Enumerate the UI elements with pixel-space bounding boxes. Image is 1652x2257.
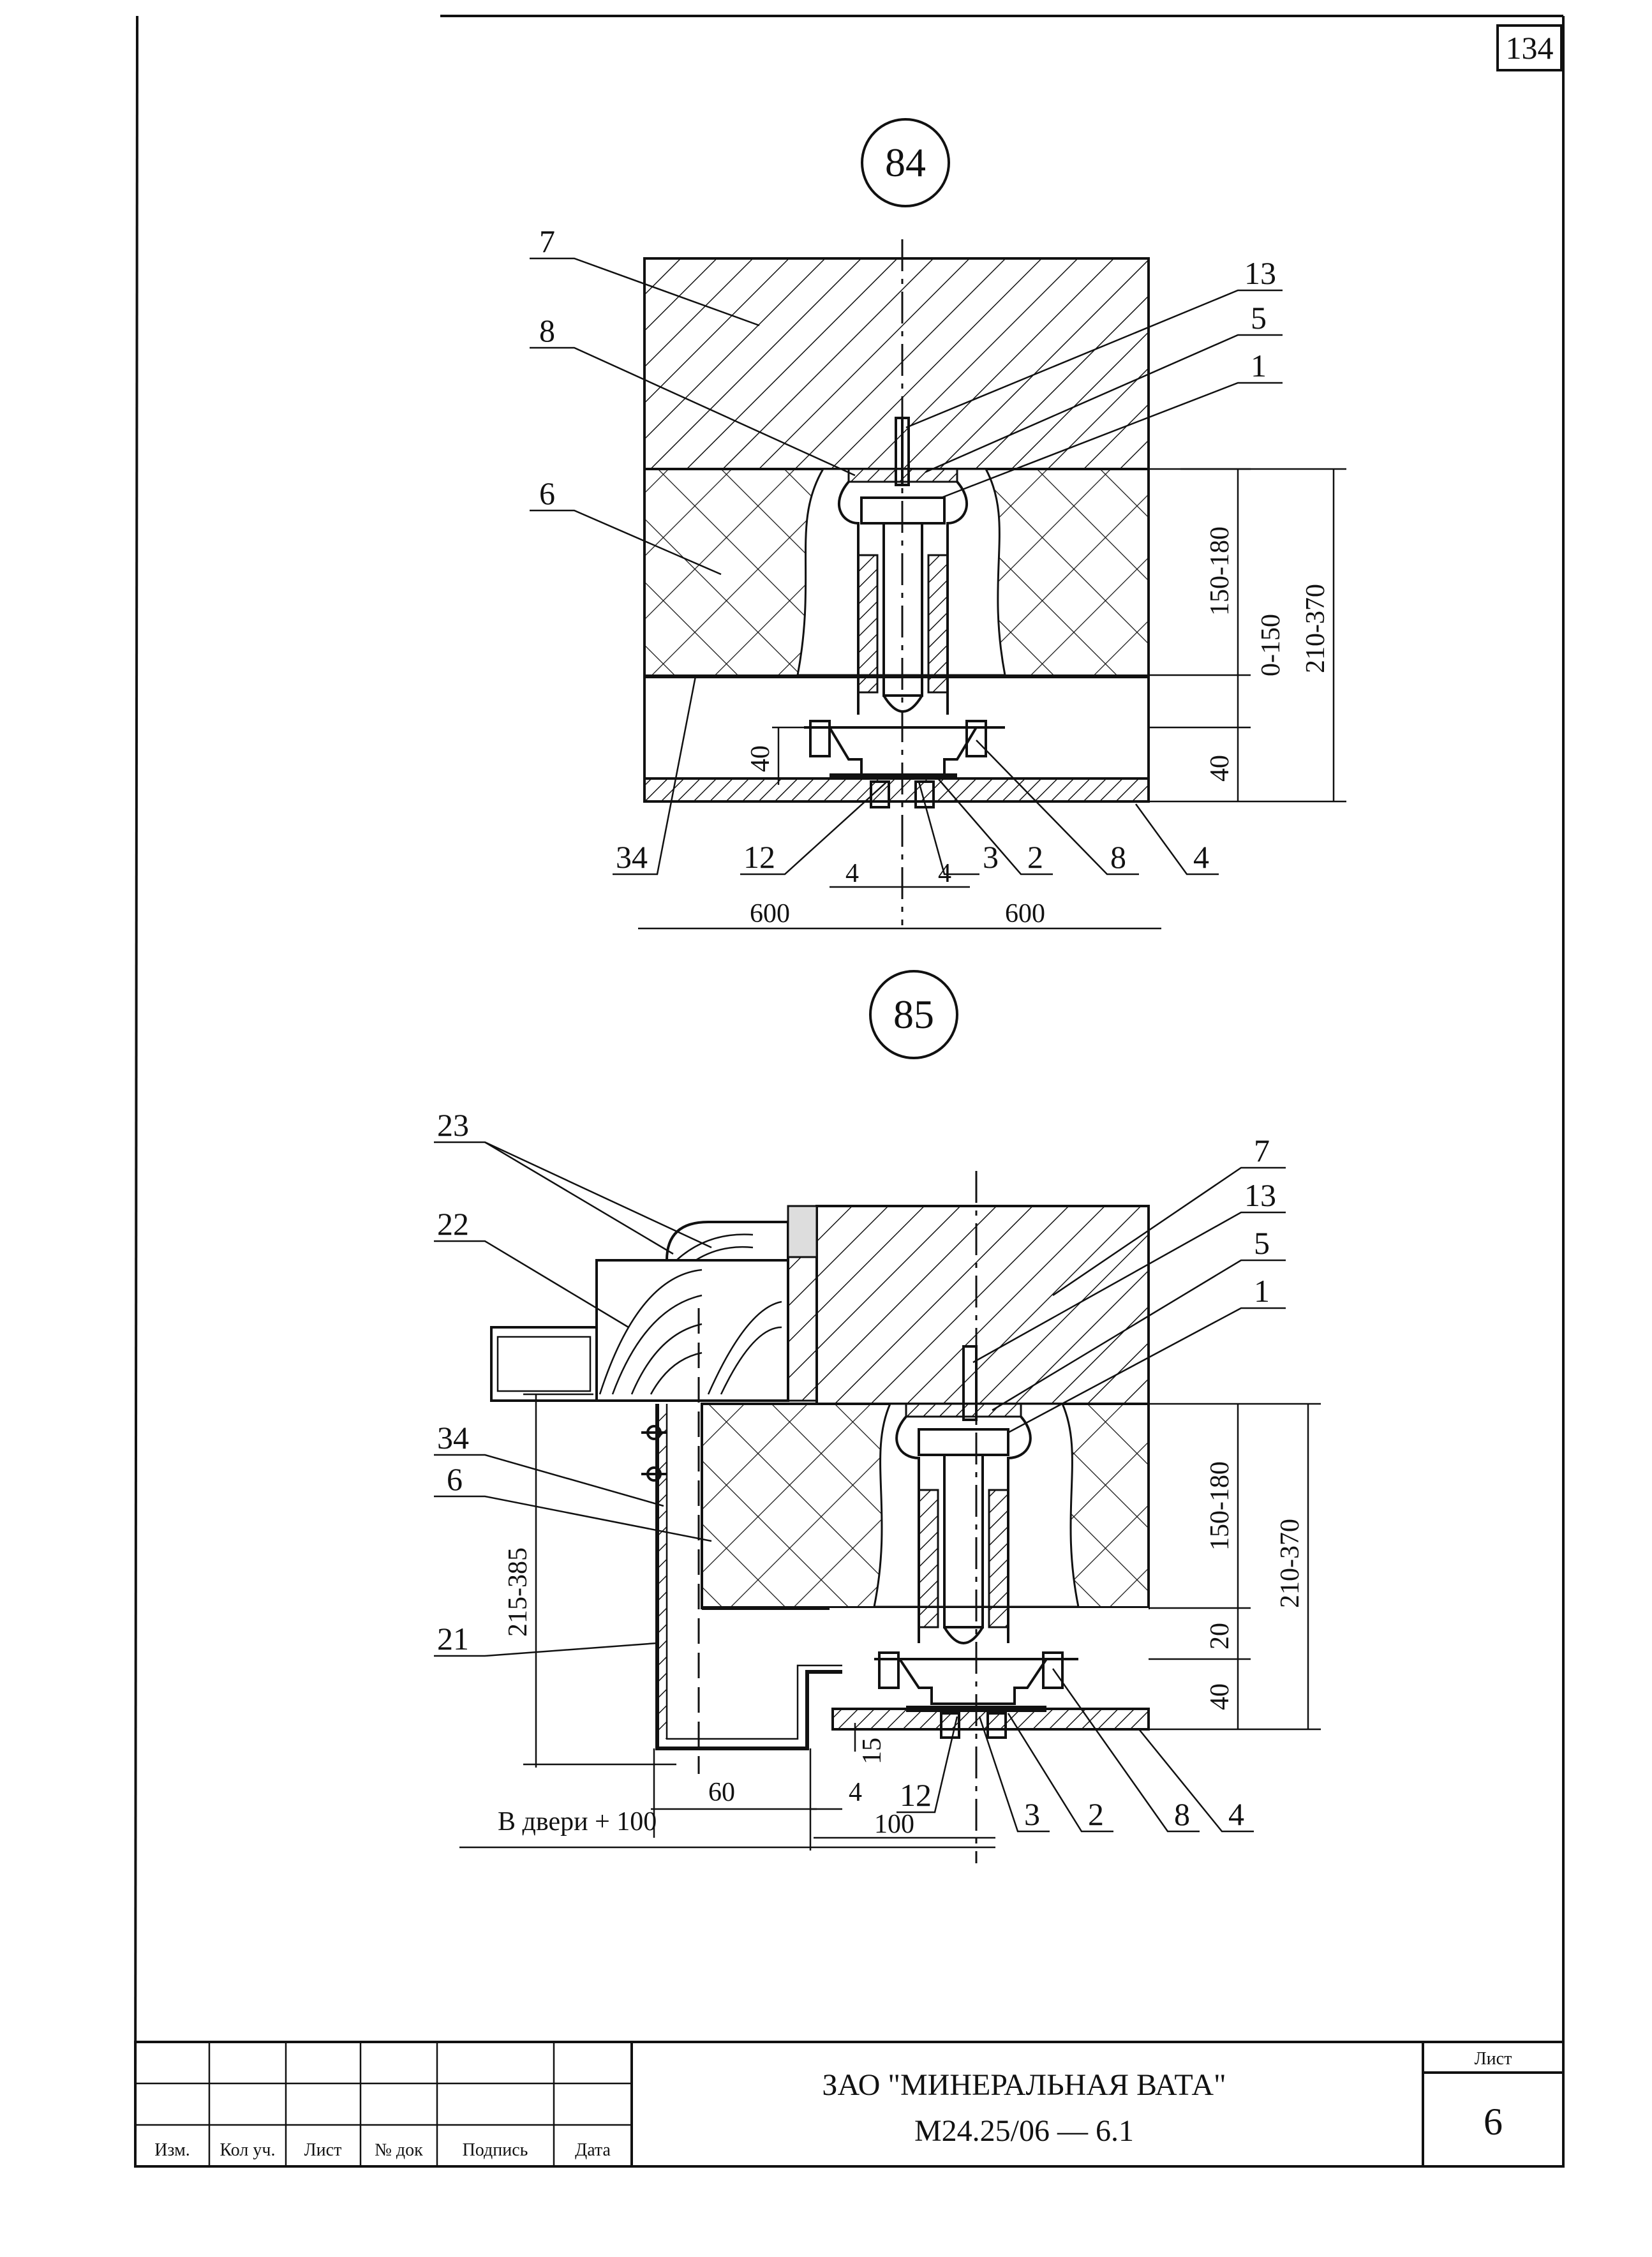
detail-85-window-profile — [490, 1326, 598, 1402]
detail-84-callout-8: 8 — [539, 313, 555, 348]
detail-85-callout-3: 3 — [1024, 1796, 1040, 1832]
detail-85-callout-22: 22 — [437, 1206, 469, 1242]
detail-84-callout-12: 12 — [743, 839, 775, 875]
detail-85-callout-4: 4 — [1228, 1796, 1244, 1832]
detail-85-dim-100: 100 — [874, 1810, 914, 1839]
title-col-izm: Изм. — [154, 2140, 190, 2160]
detail-84-dim-150-180: 150-180 — [1205, 526, 1235, 616]
detail-84-callout-1: 1 — [1251, 348, 1267, 384]
detail-85-dim-215-385: 215-385 — [503, 1547, 533, 1637]
detail-85-callout-13: 13 — [1244, 1177, 1276, 1213]
detail-84-id: 84 — [885, 140, 926, 185]
detail-84-dim-4-right: 4 — [938, 859, 951, 888]
detail-85-callout-34: 34 — [437, 1420, 469, 1456]
title-col-list: Лист — [304, 2140, 342, 2160]
detail-84-callout-4: 4 — [1193, 839, 1209, 875]
detail-84-dim-0-150: 0-150 — [1256, 614, 1286, 676]
title-block: Изм. Кол уч. Лист № док Подпись Дата ЗАО… — [134, 2041, 1565, 2168]
detail-85-callout-5: 5 — [1254, 1225, 1270, 1261]
detail-84-callout-5: 5 — [1251, 300, 1267, 336]
title-sheet-label: Лист — [1475, 2049, 1512, 2069]
detail-85-callout-21: 21 — [437, 1621, 469, 1657]
detail-84-callout-3: 3 — [983, 839, 999, 875]
detail-85-callout-7: 7 — [1254, 1133, 1270, 1168]
detail-85-dim-60: 60 — [708, 1778, 735, 1807]
detail-85-callout-8: 8 — [1174, 1796, 1190, 1832]
sheet-frame — [134, 15, 1565, 2167]
title-sheet-value: 6 — [1484, 2101, 1503, 2143]
detail-84-callout-7: 7 — [539, 223, 555, 259]
detail-85-dim-20: 20 — [1205, 1623, 1235, 1650]
detail-85-dim-210-370: 210-370 — [1276, 1519, 1305, 1608]
detail-84-dim-210-370: 210-370 — [1301, 584, 1330, 673]
sheet-number-top: 134 — [1506, 30, 1554, 66]
detail-85-dim-40: 40 — [1205, 1683, 1235, 1710]
detail-85-callout-12: 12 — [900, 1777, 932, 1813]
detail-85-dim-4: 4 — [849, 1778, 862, 1807]
detail-85-masonry — [815, 1205, 1150, 1405]
detail-84-dim-600-right: 600 — [1005, 899, 1045, 928]
detail-85-dim-150-180: 150-180 — [1205, 1461, 1235, 1551]
detail-85-id: 85 — [893, 992, 934, 1037]
detail-84-callout-2: 2 — [1027, 839, 1043, 875]
title-company: ЗАО "МИНЕРАЛЬНАЯ ВАТА" — [822, 2068, 1226, 2102]
detail-84-dim-40-right: 40 — [1205, 755, 1235, 782]
detail-84-dim-600-left: 600 — [750, 899, 790, 928]
detail-84-dim-40-left: 40 — [746, 745, 775, 772]
detail-85-dim-15: 15 — [858, 1738, 887, 1764]
detail-84-callout-34: 34 — [616, 839, 648, 875]
title-col-doc: № док — [375, 2140, 423, 2160]
detail-84-facing — [643, 777, 1150, 803]
detail-85-dim-door: В двери + 100 — [498, 1807, 657, 1836]
title-col-kol-uch: Кол уч. — [220, 2140, 276, 2160]
detail-84-callout-13: 13 — [1244, 255, 1276, 291]
detail-84-dim-4-left: 4 — [845, 859, 859, 888]
detail-85-callout-6: 6 — [447, 1461, 463, 1497]
detail-84-callout-6: 6 — [539, 475, 555, 511]
detail-84: 84 — [530, 118, 1346, 930]
detail-85: 85 — [434, 970, 1321, 1863]
detail-85-callout-1: 1 — [1254, 1273, 1270, 1309]
title-doc-code: М24.25/06 — 6.1 — [914, 2114, 1134, 2148]
title-col-signature: Подпись — [463, 2140, 528, 2160]
detail-85-window-frame — [595, 1259, 789, 1402]
detail-84-callout-8b: 8 — [1110, 839, 1126, 875]
detail-85-callout-23: 23 — [437, 1107, 469, 1143]
detail-85-callout-2: 2 — [1088, 1796, 1104, 1832]
title-col-date: Дата — [575, 2140, 611, 2160]
